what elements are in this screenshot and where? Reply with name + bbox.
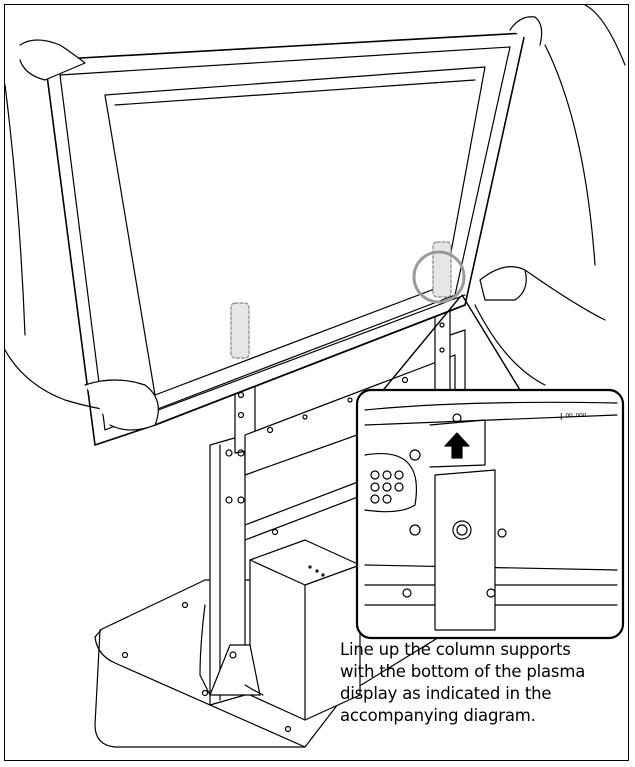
up-arrow-icon — [444, 432, 470, 459]
left-column — [199, 366, 264, 706]
magnified-callout: l ⁰⁰ ⁰⁰⁰ — [355, 388, 625, 640]
vent-grid — [364, 453, 417, 513]
alignment-highlight-circle — [412, 250, 466, 304]
column-guide-markers — [230, 241, 452, 359]
instruction-caption: Line up the column supports with the bot… — [340, 639, 632, 727]
figure-frame: l ⁰⁰ ⁰⁰⁰ — [4, 4, 629, 761]
caption-line-2: with the bottom of the plasma — [340, 662, 586, 681]
callout-leader — [374, 294, 521, 401]
right-person — [474, 5, 626, 386]
caption-line-3: display as indicated in the — [340, 684, 552, 703]
svg-text:l ⁰⁰ ⁰⁰⁰: l ⁰⁰ ⁰⁰⁰ — [560, 413, 587, 423]
caption-line-1: Line up the column supports — [340, 640, 571, 659]
left-person — [5, 39, 159, 431]
assembly-illustration: l ⁰⁰ ⁰⁰⁰ — [5, 5, 626, 748]
caption-line-4: accompanying diagram. — [340, 706, 536, 725]
